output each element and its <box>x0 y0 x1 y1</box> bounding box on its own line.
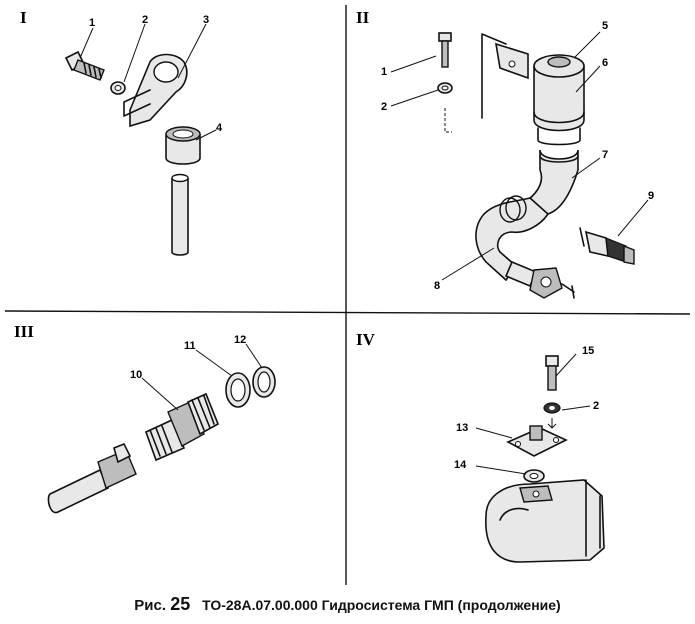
gasket-part-14 <box>523 469 545 483</box>
figure-caption: Рис. 25 ТО-28А.07.00.000 Гидросистема ГМ… <box>0 594 695 615</box>
quadrant-label-1: I <box>20 8 27 27</box>
quadrant-4-parts: 15 2 13 14 <box>454 345 605 563</box>
hose-part-7 <box>526 149 579 215</box>
bushing-part-4 <box>165 126 201 165</box>
callout-q3-11: 11 <box>184 340 196 352</box>
figure-number: 25 <box>170 594 191 614</box>
callout-q4-13: 13 <box>456 422 468 434</box>
callout-q4-14: 14 <box>454 459 467 471</box>
figure-prefix: Рис. <box>134 597 167 614</box>
callout-q4-2: 2 <box>593 400 599 412</box>
quadrant-2-parts: 1 2 5 6 7 8 9 <box>381 20 654 299</box>
assembly-diagram: I II III IV <box>4 5 691 585</box>
callout-q1-1: 1 <box>89 17 95 29</box>
bolt-part-15 <box>545 355 559 391</box>
adapter-part-10 <box>145 392 220 462</box>
callout-q2-5: 5 <box>602 20 608 32</box>
callout-q3-12: 12 <box>234 334 246 346</box>
callout-q2-2: 2 <box>381 101 387 113</box>
callout-q3-10: 10 <box>130 369 142 381</box>
fitting-nut <box>504 260 575 299</box>
filter-housing-part-6 <box>533 54 585 146</box>
clamp-part-3 <box>123 53 188 128</box>
callout-q1-3: 3 <box>203 14 209 26</box>
ring-part-11 <box>225 372 251 408</box>
tube-fitting <box>47 442 137 514</box>
callout-q4-15: 15 <box>582 345 594 357</box>
washer-part-2-q4 <box>543 402 561 429</box>
filter-cap-part-5 <box>547 56 571 68</box>
pipe-segment <box>171 173 189 256</box>
quadrant-3-parts: 10 11 12 <box>47 334 276 514</box>
callout-q2-6: 6 <box>602 57 608 69</box>
transmission-housing <box>485 479 605 563</box>
quadrant-1-parts: 1 2 3 4 <box>64 14 223 256</box>
ring-part-12 <box>252 366 276 398</box>
bolt-part-1 <box>64 50 105 81</box>
bolt-part-1-q2 <box>438 32 452 68</box>
figure-label: Рис. 25 <box>134 594 191 614</box>
callout-q2-9: 9 <box>648 190 654 202</box>
divider-horizontal <box>4 310 691 315</box>
callout-q2-1: 1 <box>381 66 387 78</box>
callout-q2-7: 7 <box>602 149 608 161</box>
quadrant-label-3: III <box>14 322 34 341</box>
plate-part-13 <box>506 425 568 457</box>
callout-q1-4: 4 <box>216 122 223 134</box>
figure-title: ТО-28А.07.00.000 Гидросистема ГМП (продо… <box>202 597 561 613</box>
callout-q1-2: 2 <box>142 14 148 26</box>
quadrant-label-2: II <box>356 8 370 27</box>
connector-part-9 <box>579 227 635 265</box>
callout-q2-8: 8 <box>434 280 440 292</box>
quadrant-label-4: IV <box>356 330 376 349</box>
